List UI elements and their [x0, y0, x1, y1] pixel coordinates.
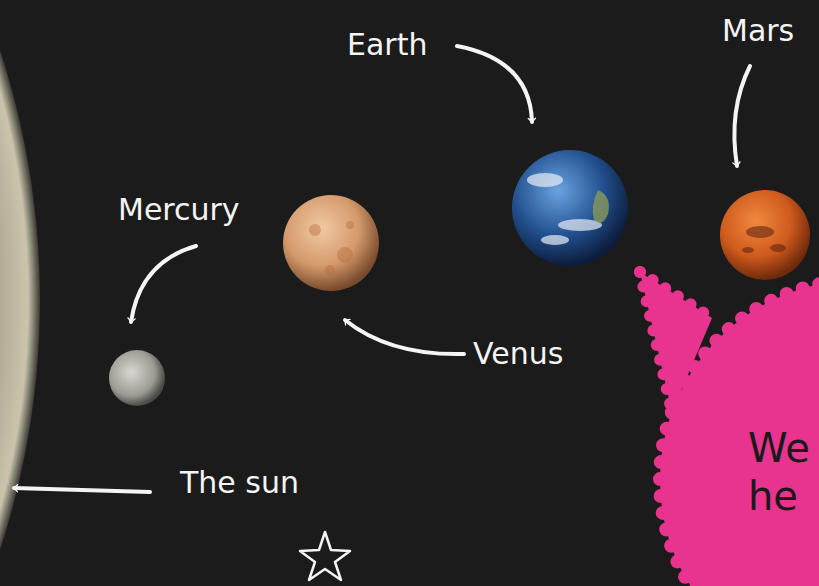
sun-arrow [14, 488, 150, 492]
bubble-text: We he [748, 424, 814, 520]
mars-arrow [734, 66, 750, 166]
mars-planet [720, 190, 810, 280]
earth-planet [512, 150, 628, 266]
planet-label: Mercury [118, 193, 240, 226]
star-doodle [300, 532, 350, 580]
planet-label: Mars [722, 14, 794, 47]
sun-edge [0, 0, 40, 586]
earth-arrow [457, 46, 532, 122]
venus-texture [309, 221, 354, 275]
mercury-planet [109, 350, 165, 406]
planet-label: Venus [473, 337, 563, 370]
venus-planet [283, 195, 379, 291]
mercury-arrow [131, 246, 196, 322]
speech-bubble-text-box: We he [748, 424, 814, 520]
earth-clouds [527, 173, 602, 245]
earth-land [593, 190, 609, 223]
planet-label: Earth [347, 28, 427, 61]
leader-arrows [14, 46, 750, 492]
sun-label: The sun [180, 466, 299, 499]
mars-texture [742, 226, 786, 253]
venus-arrow [345, 320, 464, 354]
speech-bubble [640, 272, 819, 586]
